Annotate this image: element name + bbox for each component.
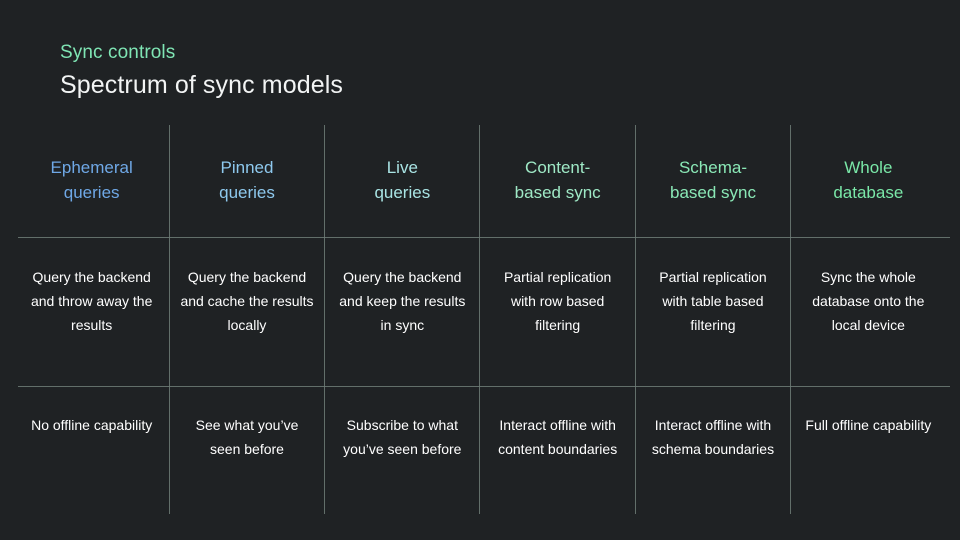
column-divider-4 (635, 125, 636, 514)
column-header-line2: queries (219, 183, 275, 202)
cell-behaviour-schema-based-sync: Partial replication with table based fil… (635, 237, 790, 386)
column-header-live-queries[interactable]: Live queries (325, 125, 480, 237)
column-header-line1: Content- (525, 158, 591, 177)
horizontal-divider-header (18, 237, 950, 238)
column-divider-3 (479, 125, 480, 514)
cell-offline-schema-based-sync: Interact offline with schema boundaries (635, 386, 790, 514)
column-header-pinned-queries[interactable]: Pinned queries (169, 125, 324, 237)
page-title: Spectrum of sync models (60, 71, 343, 99)
cell-offline-whole-database: Full offline capability (791, 386, 946, 514)
cell-text: Subscribe to what you’ve seen before (343, 417, 462, 457)
column-header-ephemeral-queries[interactable]: Ephemeral queries (14, 125, 169, 237)
column-header-line1: Live (386, 158, 418, 177)
column-header-line2: queries (63, 183, 120, 202)
column-header-line1: Ephemeral (50, 158, 133, 177)
horizontal-divider-body (18, 386, 950, 387)
cell-text: See what you’ve seen before (195, 417, 299, 457)
column-header-line1: Pinned (220, 158, 274, 177)
slide-eyebrow: Sync controls (60, 42, 176, 63)
cell-offline-pinned-queries: See what you’ve seen before (169, 386, 324, 514)
cell-text: Query the backend and cache the results … (180, 269, 314, 333)
cell-behaviour-live-queries: Query the backend and keep the results i… (325, 237, 480, 386)
cell-behaviour-pinned-queries: Query the backend and cache the results … (169, 237, 324, 386)
cell-text: Partial replication with table based fil… (659, 269, 767, 333)
cell-text: Full offline capability (805, 417, 932, 433)
cell-text: Interact offline with schema boundaries (651, 417, 775, 457)
column-divider-2 (324, 125, 325, 514)
cell-behaviour-content-based-sync: Partial replication with row based filte… (480, 237, 635, 386)
cell-offline-content-based-sync: Interact offline with content boundaries (480, 386, 635, 514)
column-header-schema-based-sync[interactable]: Schema- based sync (635, 125, 790, 237)
title-block: Sync controls Spectrum of sync models (60, 40, 343, 102)
cell-behaviour-ephemeral-queries: Query the backend and throw away the res… (14, 237, 169, 386)
cell-text: Partial replication with row based filte… (503, 269, 612, 333)
column-header-line2: queries (374, 183, 431, 202)
cell-text: Query the backend and keep the results i… (339, 269, 466, 333)
cell-text: Interact offline with content boundaries (498, 417, 618, 457)
column-header-whole-database[interactable]: Whole database (791, 125, 946, 237)
column-divider-1 (169, 125, 170, 514)
column-header-line1: Schema- (678, 158, 747, 177)
matrix-grid: Ephemeral queries Pinned queries Live qu… (14, 125, 946, 514)
column-header-line2: database (833, 183, 904, 202)
column-header-line2: based sync (669, 183, 756, 202)
column-header-line2: based sync (514, 183, 601, 202)
cell-offline-ephemeral-queries: No offline capability (14, 386, 169, 514)
cell-text: Sync the whole database onto the local d… (812, 269, 925, 333)
cell-behaviour-whole-database: Sync the whole database onto the local d… (791, 237, 946, 386)
column-header-line1: Whole (844, 158, 893, 177)
cell-offline-live-queries: Subscribe to what you’ve seen before (325, 386, 480, 514)
cell-text: No offline capability (31, 417, 153, 433)
cell-text: Query the backend and throw away the res… (30, 269, 153, 333)
column-divider-5 (790, 125, 791, 514)
column-header-content-based-sync[interactable]: Content- based sync (480, 125, 635, 237)
sync-models-matrix: Ephemeral queries Pinned queries Live qu… (14, 125, 950, 514)
